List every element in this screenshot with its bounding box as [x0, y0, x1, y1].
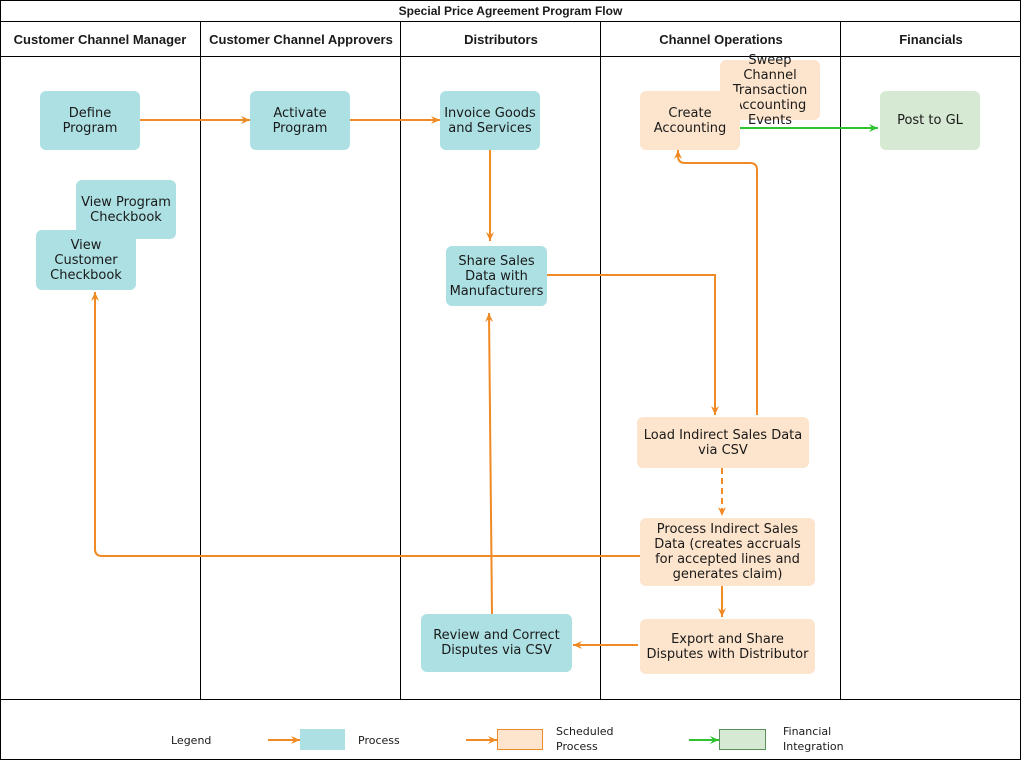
node-review-correct-disputes[interactable]: Review and Correct Disputes via CSV — [421, 614, 572, 672]
lane-header-customer-channel-approvers: Customer Channel Approvers — [209, 31, 393, 47]
node-share-sales-data[interactable]: Share Sales Data with Manufacturers — [446, 246, 547, 306]
legend-financial-label: Financial Integration — [783, 725, 844, 753]
arrow-process-to-customer-checkbook — [91, 292, 640, 557]
arrow-load-to-create-accounting — [674, 150, 758, 415]
diagram-title: Special Price Agreement Program Flow — [398, 4, 623, 18]
legend-financial-swatch — [719, 729, 766, 750]
node-activate-program[interactable]: Activate Program — [250, 91, 350, 150]
lane-header-channel-operations: Channel Operations — [659, 31, 783, 47]
node-export-share-disputes[interactable]: Export and Share Disputes with Distribut… — [640, 619, 815, 674]
lane-header-distributors: Distributors — [464, 31, 538, 47]
legend-marks — [268, 729, 766, 750]
swimlane-grid — [0, 21, 1021, 700]
legend-process-label: Process — [358, 734, 400, 747]
node-view-customer-checkbook[interactable]: View Customer Checkbook — [36, 230, 136, 290]
legend-scheduled-label: Scheduled Process — [556, 725, 614, 753]
node-process-indirect-sales[interactable]: Process Indirect Sales Data (creates acc… — [640, 518, 815, 586]
arrow-review-to-share — [485, 312, 494, 615]
node-post-to-gl[interactable]: Post to GL — [880, 91, 980, 150]
node-view-program-checkbook[interactable]: View Program Checkbook — [76, 180, 176, 239]
legend-title: Legend — [171, 734, 212, 747]
node-load-indirect-sales[interactable]: Load Indirect Sales Data via CSV — [637, 417, 809, 468]
legend-scheduled-swatch — [497, 729, 543, 750]
node-create-accounting[interactable]: Create Accounting — [640, 91, 740, 150]
lane-header-financials: Financials — [899, 31, 963, 47]
legend-process-swatch — [300, 729, 345, 750]
connectors — [91, 116, 878, 649]
node-define-program[interactable]: Define Program — [40, 91, 140, 150]
lane-header-customer-channel-manager: Customer Channel Manager — [13, 31, 187, 47]
arrow-share-to-load — [547, 274, 719, 415]
node-invoice-goods-services[interactable]: Invoice Goods and Services — [440, 91, 540, 150]
